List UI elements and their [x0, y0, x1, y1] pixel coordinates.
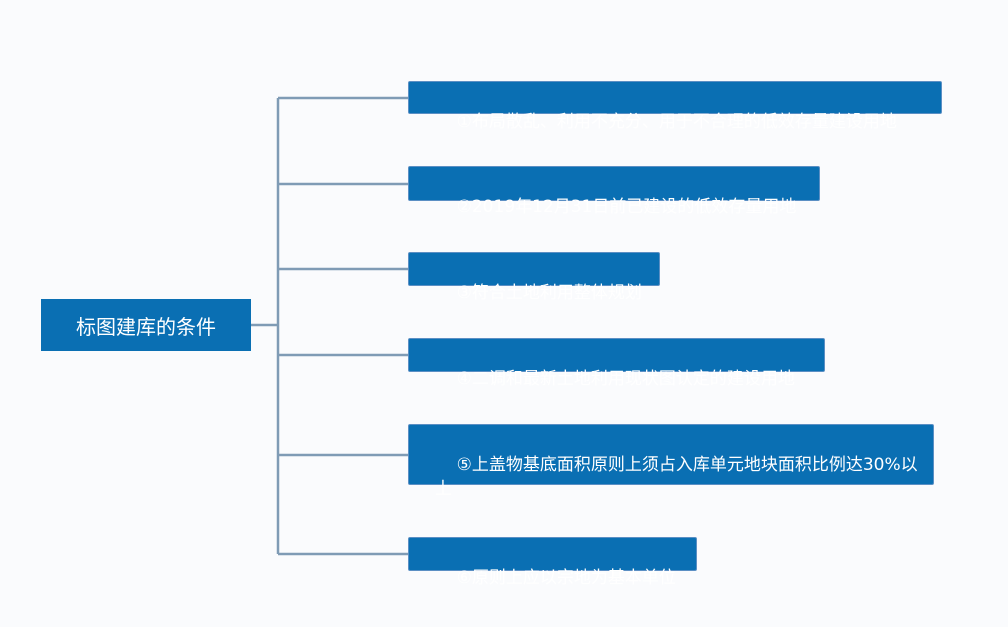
condition-label-4: ④二调和最新土地利用现状图认定的建设用地: [456, 369, 795, 389]
condition-node-3: ③符合土地利用整体规划: [408, 252, 660, 303]
root-node: 标图建库的条件: [41, 299, 251, 351]
condition-node-4: ④二调和最新土地利用现状图认定的建设用地: [408, 338, 825, 389]
condition-node-2: ②2019年12月31日前已建设的低效存量用地: [408, 166, 820, 217]
condition-node-6: ⑥原则上应以宗地为基本单位: [408, 537, 697, 588]
root-node-label: 标图建库的条件: [76, 314, 216, 339]
condition-label-5: ⑤上盖物基底面积原则上须占入库单元地块面积比例达30%以上: [435, 455, 918, 499]
condition-label-2: ②2019年12月31日前已建设的低效存量用地: [456, 197, 797, 217]
condition-node-1: ①布局散乱、利用不充分、用于不合理的低效存量建设用地: [408, 81, 942, 132]
condition-label-3: ③符合土地利用整体规划: [456, 283, 642, 303]
condition-label-6: ⑥原则上应以宗地为基本单位: [456, 568, 676, 588]
condition-label-1: ①布局散乱、利用不充分、用于不合理的低效存量建设用地: [456, 112, 897, 132]
condition-node-5: ⑤上盖物基底面积原则上须占入库单元地块面积比例达30%以上: [408, 424, 934, 499]
